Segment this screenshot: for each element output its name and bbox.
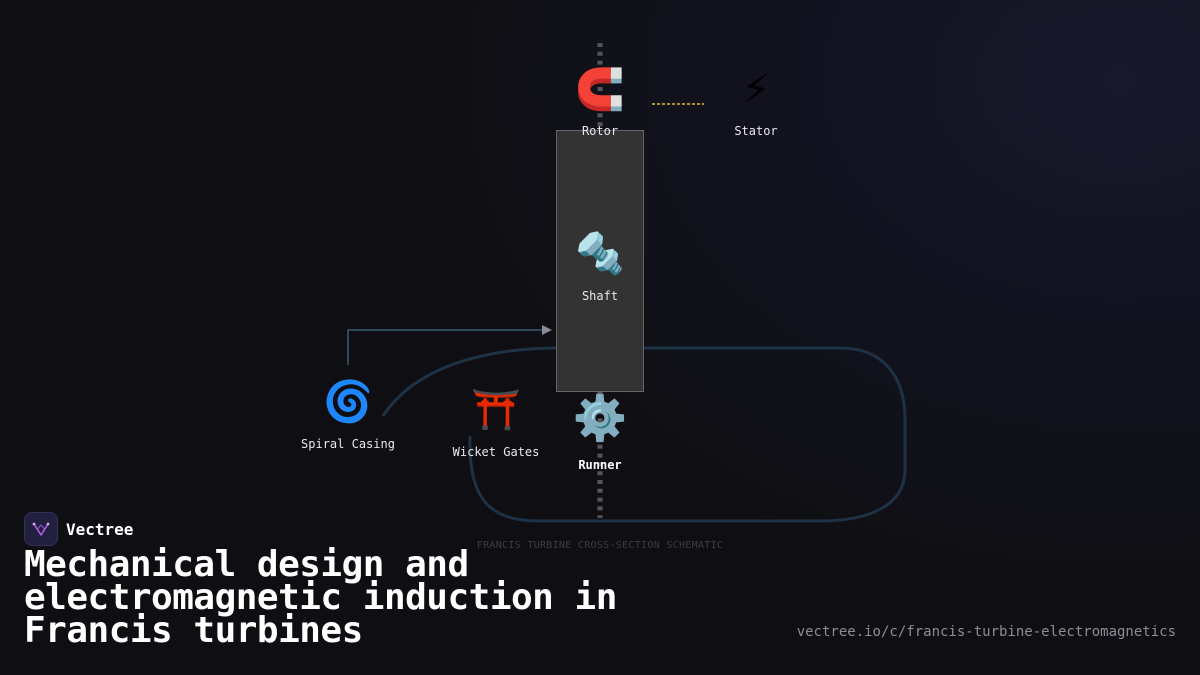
shaft-body (556, 130, 644, 392)
rotor-label: Rotor (582, 124, 618, 138)
brand-name: Vectree (66, 519, 134, 539)
rotor-node: 🧲 Rotor (575, 66, 625, 138)
source-url: vectree.io/c/francis-turbine-electromagn… (796, 624, 1176, 640)
page-title: Mechanical design and electromagnetic in… (24, 544, 617, 651)
stator-node: ⚡ Stator (734, 67, 777, 138)
spiral-casing-label: Spiral Casing (301, 437, 395, 451)
magnet-icon: 🧲 (575, 66, 625, 113)
spiral-icon: 🌀 (323, 377, 373, 425)
flow-arrow (347, 325, 552, 365)
spiral-casing-node: 🌀 Spiral Casing (301, 377, 395, 451)
gate-icon: ⛩️ (471, 387, 521, 433)
water-flow-loop (381, 346, 907, 523)
nut-and-bolt-icon: 🔩 (575, 230, 625, 277)
brand: Vectree (24, 512, 133, 546)
runner-label: Runner (578, 458, 621, 472)
shaft-node: 🔩 Shaft (575, 230, 625, 303)
runner-node: ⚙️ Runner (573, 393, 628, 472)
vectree-logo-icon (24, 512, 58, 546)
wicket-gates-label: Wicket Gates (453, 445, 540, 459)
shaft-label: Shaft (582, 289, 618, 303)
wicket-gates-node: ⛩️ Wicket Gates (453, 387, 540, 459)
gear-icon: ⚙️ (573, 393, 628, 444)
lightning-icon: ⚡ (742, 67, 770, 113)
diagram-caption: FRANCIS TURBINE CROSS-SECTION SCHEMATIC (477, 540, 724, 551)
stator-label: Stator (734, 124, 777, 138)
